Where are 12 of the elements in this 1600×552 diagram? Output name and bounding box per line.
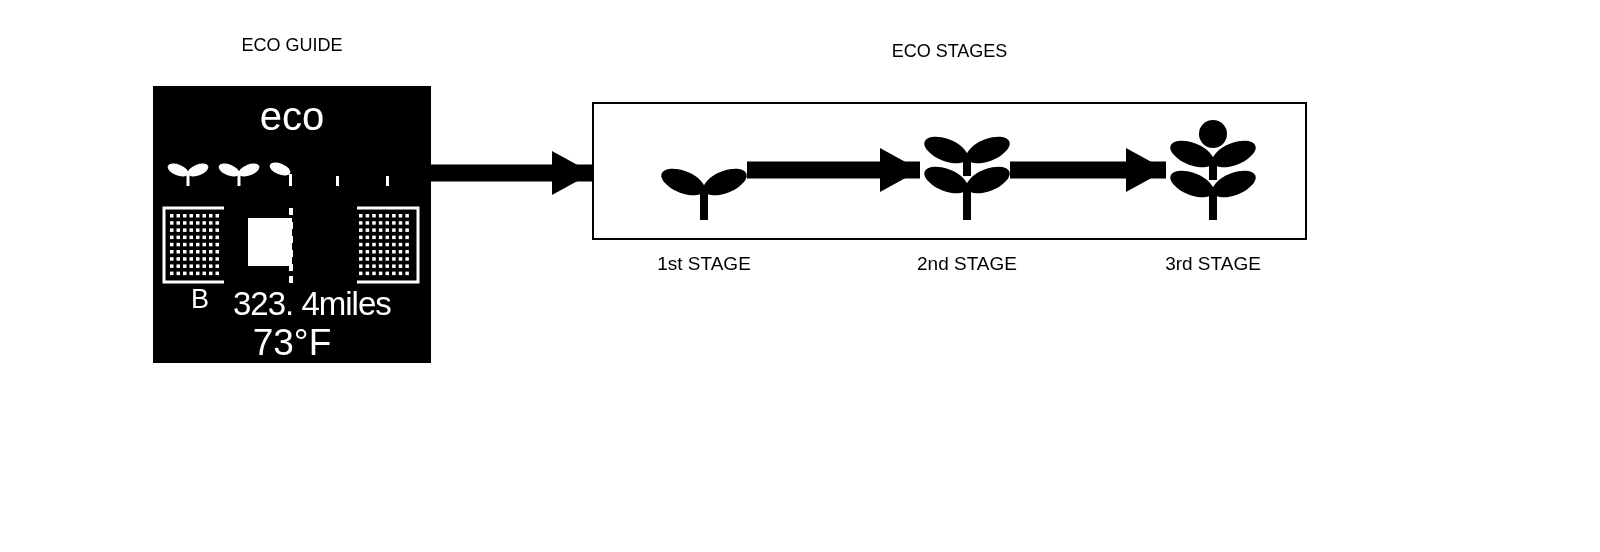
stage-label: 2nd STAGE [916,254,1018,273]
range-readout: 323. 4miles [233,287,391,320]
section-heading: ECO STAGES [890,42,1009,60]
panel-heading: ECO GUIDE [240,36,344,54]
temperature-readout: 73°F [251,324,333,361]
block-arrow [1010,148,1166,192]
stage-label: 1st STAGE [656,254,752,273]
stage-label: 3rd STAGE [1164,254,1262,273]
block-arrow [747,148,920,192]
eco-indicator: eco [258,96,326,136]
battery-letter: B [191,286,209,313]
block-arrow [431,151,592,195]
